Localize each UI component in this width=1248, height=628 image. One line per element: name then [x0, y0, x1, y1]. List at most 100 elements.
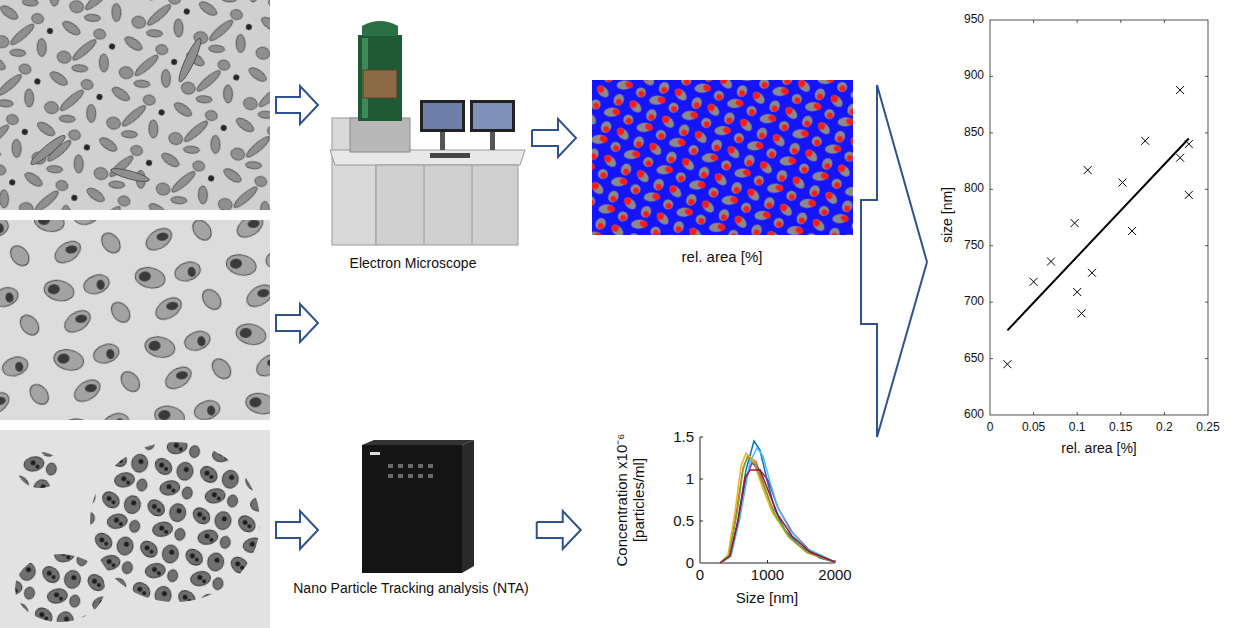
tick-label: 0.2	[1156, 421, 1173, 434]
merge-arrow	[861, 262, 927, 437]
micrograph-middle	[0, 220, 270, 420]
panel-line	[472, 165, 473, 245]
axis-title: Size [nm]	[736, 589, 799, 606]
tick-label: 600	[964, 408, 984, 421]
image-caption: rel. area [%]	[682, 248, 763, 265]
tick-label: 0	[696, 567, 704, 584]
electron-microscope-illustration	[330, 21, 525, 245]
panel-dot	[398, 474, 403, 478]
curve	[720, 456, 835, 563]
nta-device-illustration	[362, 440, 474, 573]
rod	[28, 132, 67, 167]
panel-line	[424, 165, 425, 245]
screen	[473, 103, 512, 129]
segmentation-image	[592, 80, 853, 235]
instrument-caption: Electron Microscope	[350, 255, 477, 271]
device-side	[462, 440, 474, 573]
panel-dot	[388, 474, 393, 478]
panel-dot	[398, 464, 403, 468]
merge-arrow	[861, 85, 927, 262]
block-arrow	[276, 86, 318, 124]
rod	[110, 166, 151, 184]
tick-label: 800	[964, 183, 984, 196]
tick-label: 0.5	[673, 513, 694, 530]
plot-frame	[990, 20, 1208, 415]
cell-cluster	[90, 442, 260, 602]
block-arrow	[276, 511, 318, 549]
column	[358, 35, 402, 121]
data-markers	[1003, 86, 1192, 368]
nta-chart	[700, 437, 835, 563]
tick-label: 0	[987, 421, 994, 434]
device-logo	[370, 452, 380, 455]
tick-label: 0.1	[1069, 421, 1086, 434]
scatter-plot	[990, 20, 1208, 415]
fit-line	[1007, 139, 1188, 331]
tick-label: 900	[964, 70, 984, 83]
tick-label: 950	[964, 13, 984, 26]
panel-dot	[428, 474, 433, 478]
curve	[721, 463, 835, 563]
instrument-caption: Nano Particle Tracking analysis (NTA)	[293, 580, 528, 596]
tick-label: 1	[686, 471, 694, 488]
tick-label: 850	[964, 126, 984, 139]
rod	[176, 36, 204, 83]
device-front	[362, 445, 462, 573]
device-panel	[388, 464, 433, 478]
block-arrow	[276, 304, 318, 342]
block-arrow	[532, 119, 576, 157]
tick-label: 0.05	[1022, 421, 1045, 434]
axis-ticks	[700, 437, 835, 563]
panel-dot	[428, 464, 433, 468]
chart-panel: Concentration x10⁻⁶ [particles/ml] Size […	[600, 430, 850, 620]
column-section	[363, 70, 397, 98]
curve	[720, 470, 835, 563]
column-base	[350, 118, 410, 152]
axis-title: Concentration x10⁻⁶ [particles/ml]	[613, 428, 648, 573]
axis	[700, 437, 835, 563]
cell-cluster	[15, 554, 105, 622]
axis-title: rel. area [%]	[1061, 440, 1136, 456]
image-panel: rel. area [%]	[590, 78, 855, 268]
screen	[423, 103, 462, 129]
curve	[721, 448, 835, 563]
curve	[720, 441, 835, 563]
tick-label: 650	[964, 352, 984, 365]
tick-label: 750	[964, 239, 984, 252]
long-rods	[28, 36, 204, 184]
tick-label: 700	[964, 296, 984, 309]
panel-dot	[418, 474, 423, 478]
axis-title: size [nm]	[939, 187, 955, 243]
instrument-panel: Electron Microscope	[298, 12, 528, 277]
panel-dot	[408, 464, 413, 468]
micrograph-bottom	[0, 430, 270, 628]
panel-dot	[408, 474, 413, 478]
keyboard	[430, 153, 470, 158]
size-distributions	[720, 441, 835, 563]
cell-cluster	[18, 452, 62, 488]
monitor	[420, 100, 465, 132]
instrument-panel: Nano Particle Tracking analysis (NTA)	[289, 432, 532, 602]
monitor	[470, 100, 515, 132]
monitor-stand	[490, 132, 495, 150]
panel-dot	[418, 464, 423, 468]
micrograph-top	[0, 0, 270, 210]
tick-label: 0	[686, 555, 694, 572]
axis-ticks	[990, 20, 1208, 415]
curve	[720, 458, 835, 563]
tick-label: 1000	[751, 567, 784, 584]
monitor-stand	[440, 132, 445, 150]
device-top	[362, 440, 474, 445]
column-top	[362, 21, 398, 36]
desk-cabinet	[376, 165, 518, 245]
tick-label: 0.15	[1109, 421, 1132, 434]
tick-label: 0.25	[1196, 421, 1219, 434]
block-arrow	[537, 511, 581, 549]
input-arrows	[276, 86, 318, 549]
panel-dot	[388, 464, 393, 468]
tick-label: 2000	[818, 567, 851, 584]
tick-label: 1.5	[673, 429, 694, 446]
